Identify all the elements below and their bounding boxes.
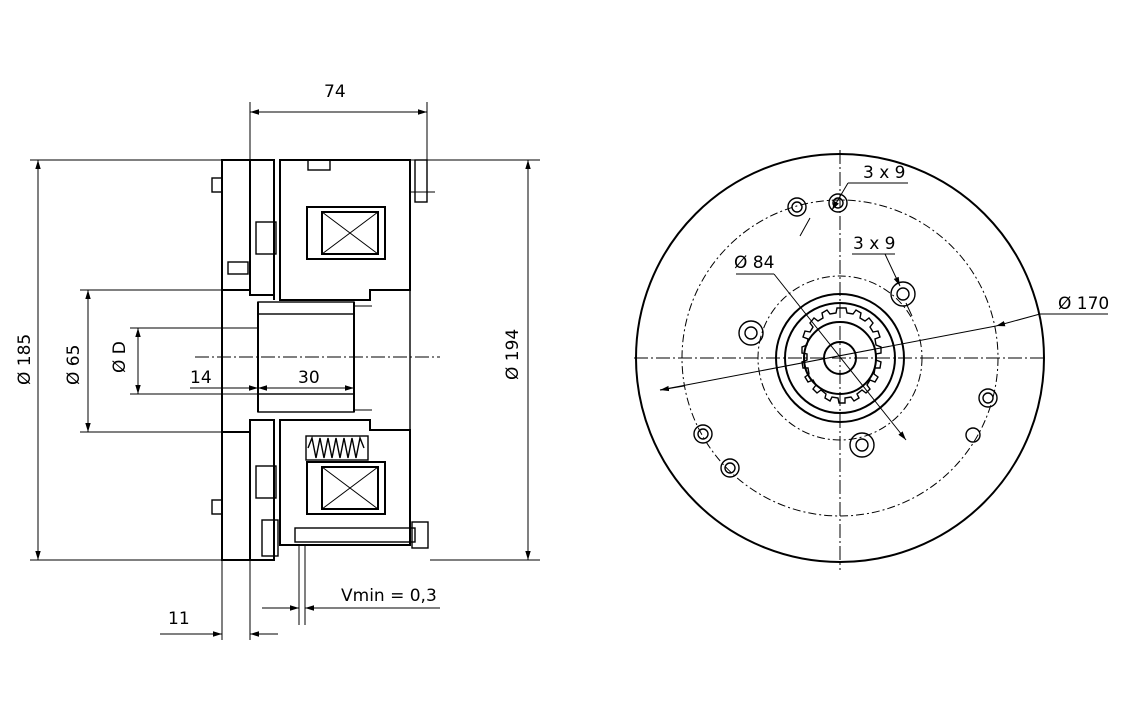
holes-top-label: 3 x 9 [863,163,906,183]
dim-74-label: 74 [324,82,346,102]
spline-teeth [801,307,882,404]
dim-holes-right: 3 x 9 [852,234,913,317]
dim-185-label: Ø 185 [15,334,35,385]
dim-d-label: Ø D [110,341,130,373]
pcd-84-label: Ø 84 [734,253,774,273]
hub [257,290,411,430]
dim-11: 11 [160,560,278,640]
dim-outer-dia-185: Ø 185 [15,159,222,561]
holes-right-label: 3 x 9 [853,234,896,254]
dim-length-74: 74 [249,82,428,160]
lower-coil [306,461,386,515]
magnet-body [279,159,411,546]
armature-plates [249,159,279,561]
dim-holes-top: 3 x 9 [799,163,908,237]
dim-air-gap: Vmin = 0,3 [262,586,440,611]
dim-vmin-label: Vmin = 0,3 [341,586,437,606]
dim-11-label: 11 [168,609,190,629]
dim-pcd-84: Ø 84 [734,253,907,441]
dim-flange-dia-194: Ø 194 [410,159,540,561]
upper-coil [306,206,386,260]
dim-bore-65: Ø 65 [64,289,250,433]
dim-30: 30 [258,368,354,391]
spring [305,435,369,461]
inner-holes [738,281,916,458]
dim-pcd-170: Ø 170 [659,294,1109,392]
dim-14-label: 14 [190,368,212,388]
side-section-view: 74 Ø 185 Ø 194 Ø 65 Ø D [15,82,540,640]
dim-bore-d: Ø D [110,327,258,395]
dim-14: 14 [190,368,258,391]
bolts [294,159,435,549]
left-flange-plate [211,159,251,561]
front-view: 3 x 9 3 x 9 Ø 84 Ø 170 [634,150,1109,570]
dim-194-label: Ø 194 [503,329,523,380]
pcd-170-label: Ø 170 [1058,294,1109,314]
dim-30-label: 30 [298,368,320,388]
dim-65-label: Ø 65 [64,345,84,385]
